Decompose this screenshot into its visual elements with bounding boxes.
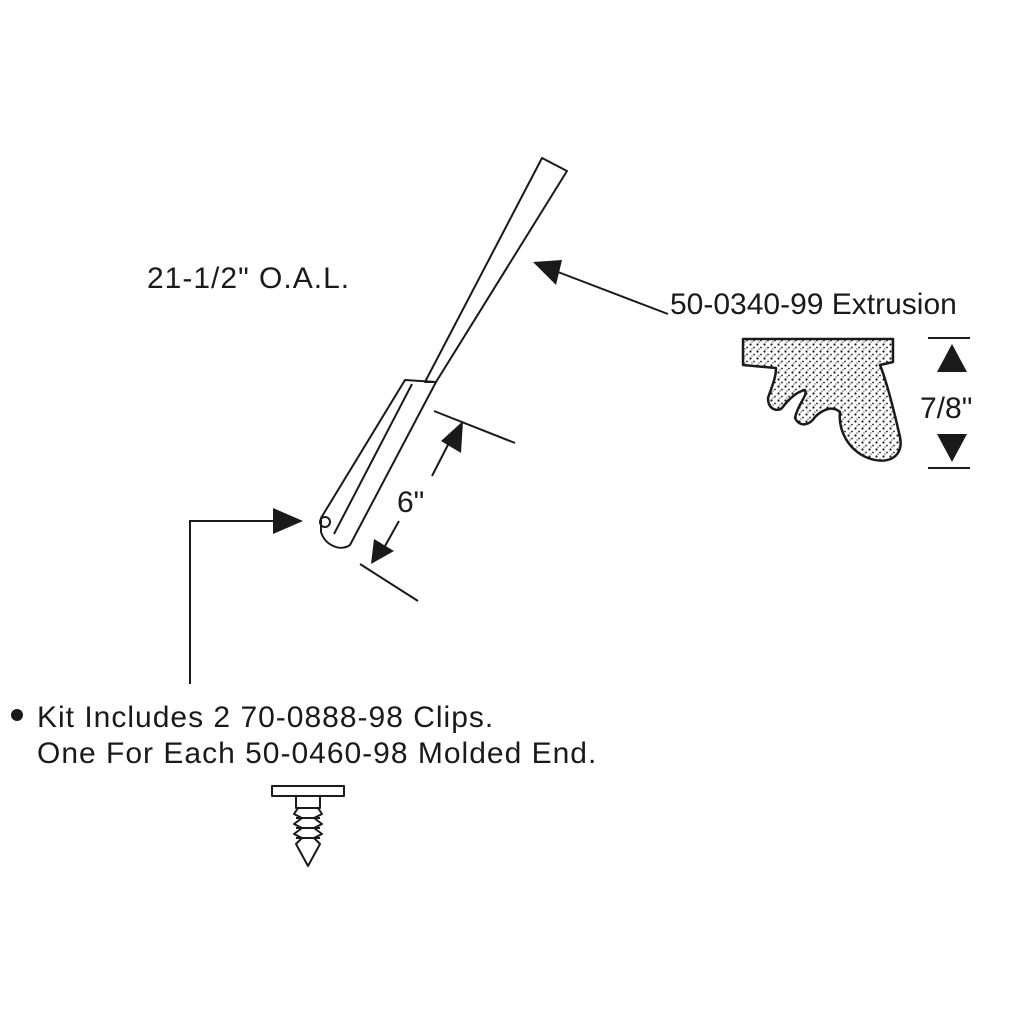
clip-leader bbox=[189, 508, 303, 684]
extrusion-cross-section bbox=[741, 337, 902, 462]
clip-head bbox=[271, 785, 345, 797]
cross-section-profile bbox=[741, 337, 902, 462]
extension-line-bottom bbox=[359, 563, 419, 602]
bullet-icon bbox=[11, 709, 23, 721]
dimension-line-lower bbox=[384, 520, 400, 547]
clip-hole bbox=[319, 516, 331, 528]
arrowhead-down bbox=[937, 434, 967, 462]
clip-neck bbox=[295, 795, 321, 809]
kit-note-line1: Kit Includes 2 70-0888-98 Clips. bbox=[37, 701, 494, 734]
arrowhead-extrusion bbox=[533, 260, 562, 285]
weatherstrip-rod bbox=[319, 157, 568, 549]
extrusion-height-label: 7/8" bbox=[920, 392, 972, 425]
overall-length-label: 21-1/2" O.A.L. bbox=[147, 262, 350, 295]
seven-eighths-dimension bbox=[928, 337, 970, 469]
arrowhead-up bbox=[937, 344, 967, 372]
arrowhead-down bbox=[371, 539, 394, 564]
clip-fastener-icon bbox=[271, 785, 345, 867]
six-inch-dimension bbox=[359, 410, 516, 602]
arrowhead-clip bbox=[273, 508, 303, 534]
extension-line-top bbox=[433, 410, 516, 444]
arrowhead-up bbox=[441, 421, 463, 453]
extrusion-part-label: 50-0340-99 Extrusion bbox=[670, 288, 957, 321]
extrusion-leader bbox=[533, 260, 669, 315]
molded-end-inner-line bbox=[333, 383, 413, 535]
end-length-label: 6" bbox=[397, 486, 424, 519]
molded-end bbox=[320, 379, 437, 549]
kit-note-line2: One For Each 50-0460-98 Molded End. bbox=[37, 737, 597, 770]
